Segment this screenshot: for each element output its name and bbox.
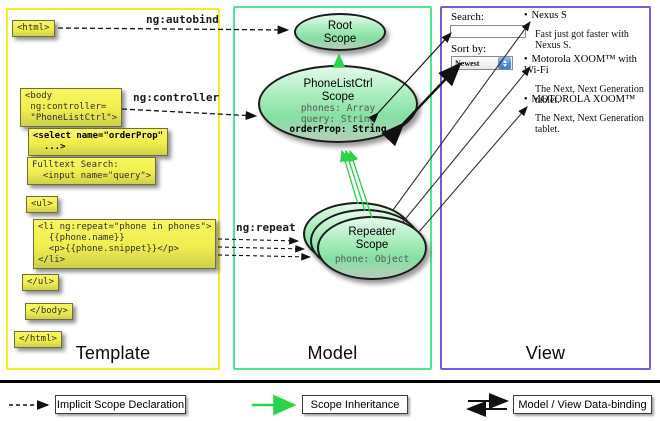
stepper-up-arrow-icon	[502, 59, 507, 63]
select-stepper-icon	[498, 57, 511, 69]
phonelistctrl-prop-query: query: String	[300, 113, 376, 125]
code-box-ul-open: <ul>	[26, 196, 58, 213]
label-ng-autobind: ng:autobind	[146, 13, 219, 26]
phonelistctrl-prop-orderprop: orderProp: String	[289, 124, 387, 135]
sort-select-value: Newest	[455, 58, 480, 68]
model-panel: Model	[233, 6, 432, 370]
model-panel-title: Model	[307, 343, 358, 363]
sort-by-label: Sort by:	[451, 43, 487, 55]
label-ng-repeat: ng:repeat	[236, 221, 296, 234]
view-panel-title: View	[525, 343, 566, 363]
bullet-icon: •	[524, 54, 528, 65]
stepper-down-arrow-icon	[502, 63, 507, 67]
phonelistctrl-prop-phones: phones: Array	[300, 103, 376, 114]
search-label: Search:	[451, 11, 484, 23]
phone-snippet: The Next, Next Generation tablet.	[535, 84, 644, 106]
phone-name-text: MOTOROLA XOOM™	[531, 94, 636, 105]
repeater-prop-phone: phone: Object	[334, 254, 410, 265]
legend-scope-inheritance-box: Scope Inheritance	[302, 395, 408, 414]
phone-list-item: •MOTOROLA XOOM™ The Next, Next Generatio…	[524, 94, 649, 135]
phone-name-text: Nexus S	[531, 10, 567, 21]
repeater-scope-name: Repeater Scope	[348, 226, 396, 251]
code-box-select: <select name="orderProp" ...>	[28, 128, 169, 156]
phone-snippet: Fast just got faster with Nexus S.	[535, 29, 629, 51]
phone-name-text: Motorola XOOM™ with Wi-Fi	[524, 54, 637, 76]
phone-name: •MOTOROLA XOOM™	[524, 94, 649, 105]
root-scope-name: Root Scope	[323, 20, 357, 45]
code-box-body-close: </body>	[25, 303, 73, 320]
phonelistctrl-scope-name: PhoneListCtrl Scope	[303, 78, 373, 103]
phone-name: •Motorola XOOM™ with Wi-Fi	[524, 54, 649, 76]
bullet-icon: •	[524, 10, 528, 21]
phone-list-item: •Nexus S Fast just got faster with Nexus…	[524, 10, 649, 51]
code-box-html-close: </html>	[14, 331, 62, 348]
phone-snippet: The Next, Next Generation tablet.	[535, 113, 644, 135]
search-input[interactable]	[450, 25, 526, 38]
legend-separator-line	[0, 380, 660, 383]
repeater-scope-ellipse-front: Repeater Scope phone: Object	[317, 216, 427, 280]
legend-data-binding-box: Model / View Data-binding	[513, 395, 652, 414]
phone-name: •Nexus S	[524, 10, 649, 21]
legend-implicit-scope-box: Implicit Scope Declaration	[55, 395, 186, 414]
code-box-li-repeat: <li ng:repeat="phone in phones"> {{phone…	[33, 219, 217, 269]
code-box-html-open: <html>	[12, 20, 55, 37]
template-panel-title: Template	[75, 343, 151, 363]
code-box-body-open: <body ng:controller= "PhoneListCtrl">	[20, 88, 123, 127]
root-scope-ellipse: Root Scope	[294, 13, 386, 51]
code-box-ul-close: </ul>	[22, 274, 60, 291]
sort-select[interactable]: Newest	[451, 56, 513, 70]
phonelistctrl-scope-ellipse: PhoneListCtrl Scope phones: Array query:…	[258, 65, 418, 143]
code-box-fulltext: Fulltext Search: <input name="query">	[27, 157, 157, 185]
label-ng-controller: ng:controller	[133, 91, 220, 104]
bullet-icon: •	[524, 94, 528, 105]
